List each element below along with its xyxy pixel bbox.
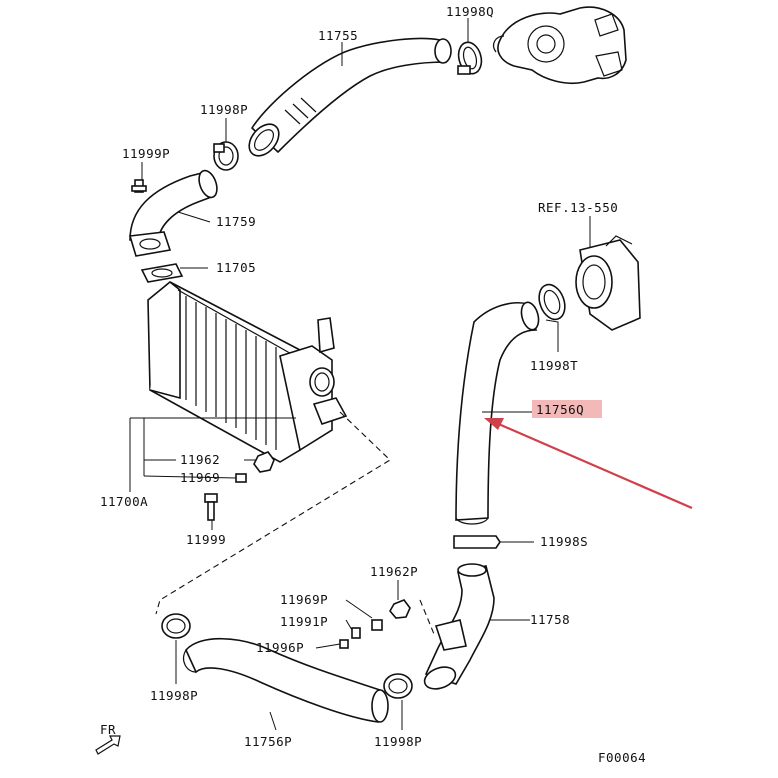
intercooler-11700a: [147, 281, 348, 463]
bolt-11969p: [371, 619, 383, 631]
routing-line-11758: [419, 599, 435, 635]
hose-11756q: [455, 301, 540, 525]
routing-line-intercooler: [155, 411, 391, 615]
label-11999: 11999: [186, 532, 226, 547]
clamp-11998s: [453, 535, 501, 549]
label-11998q: 11998Q: [446, 4, 494, 19]
label-11996p: 11996P: [256, 640, 304, 655]
label-11998p-bottom: 11998P: [374, 734, 422, 749]
label-ref-13-550: REF.13-550: [538, 200, 618, 215]
label-11969: 11969: [180, 470, 220, 485]
label-11700a: 11700A: [100, 494, 148, 509]
label-11998p-top: 11998P: [200, 102, 248, 117]
intercooler-fins: [185, 296, 277, 450]
clamp-11998p-bottom: [383, 673, 413, 699]
clamp-11998p-left: [161, 613, 191, 639]
label-11756p: 11756P: [244, 734, 292, 749]
label-11758: 11758: [530, 612, 570, 627]
front-arrow-icon: [95, 735, 121, 755]
throttle-body: [575, 235, 641, 331]
clamp-11998q: [457, 41, 483, 75]
pipe-11759: [128, 169, 218, 257]
bolt-11999: [204, 493, 218, 521]
highlight-arrow: [484, 418, 693, 510]
label-11999p: 11999P: [122, 146, 170, 161]
bolt-11969: [235, 473, 247, 483]
label-11969p: 11969P: [280, 592, 328, 607]
pipe-11758: [423, 563, 495, 690]
washer-11991p: [351, 627, 361, 639]
label-11755: 11755: [318, 28, 358, 43]
label-f00064: F00064: [598, 750, 646, 765]
turbocharger: [492, 6, 627, 85]
label-11705: 11705: [216, 260, 256, 275]
label-11998p-left: 11998P: [150, 688, 198, 703]
bolt-11996p: [339, 639, 349, 649]
label-11998t: 11998T: [530, 358, 578, 373]
clamp-11998p-top: [213, 141, 239, 171]
label-11962: 11962: [180, 452, 220, 467]
label-highlight: [532, 400, 602, 418]
label-11756q: 11756Q: [536, 402, 584, 417]
bolt-11999p: [131, 179, 147, 193]
label-fr: FR: [100, 722, 116, 737]
label-11998s: 11998S: [540, 534, 588, 549]
leader-lines: [129, 18, 591, 731]
nut-11962p: [389, 599, 411, 619]
clamp-11998t: [538, 283, 566, 321]
label-11991p: 11991P: [280, 614, 328, 629]
label-11962p: 11962P: [370, 564, 418, 579]
gasket-11705: [140, 263, 184, 283]
nut-11962: [253, 451, 275, 473]
label-11759: 11759: [216, 214, 256, 229]
hose-11756p: [183, 637, 389, 723]
hose-11755: [248, 37, 452, 157]
